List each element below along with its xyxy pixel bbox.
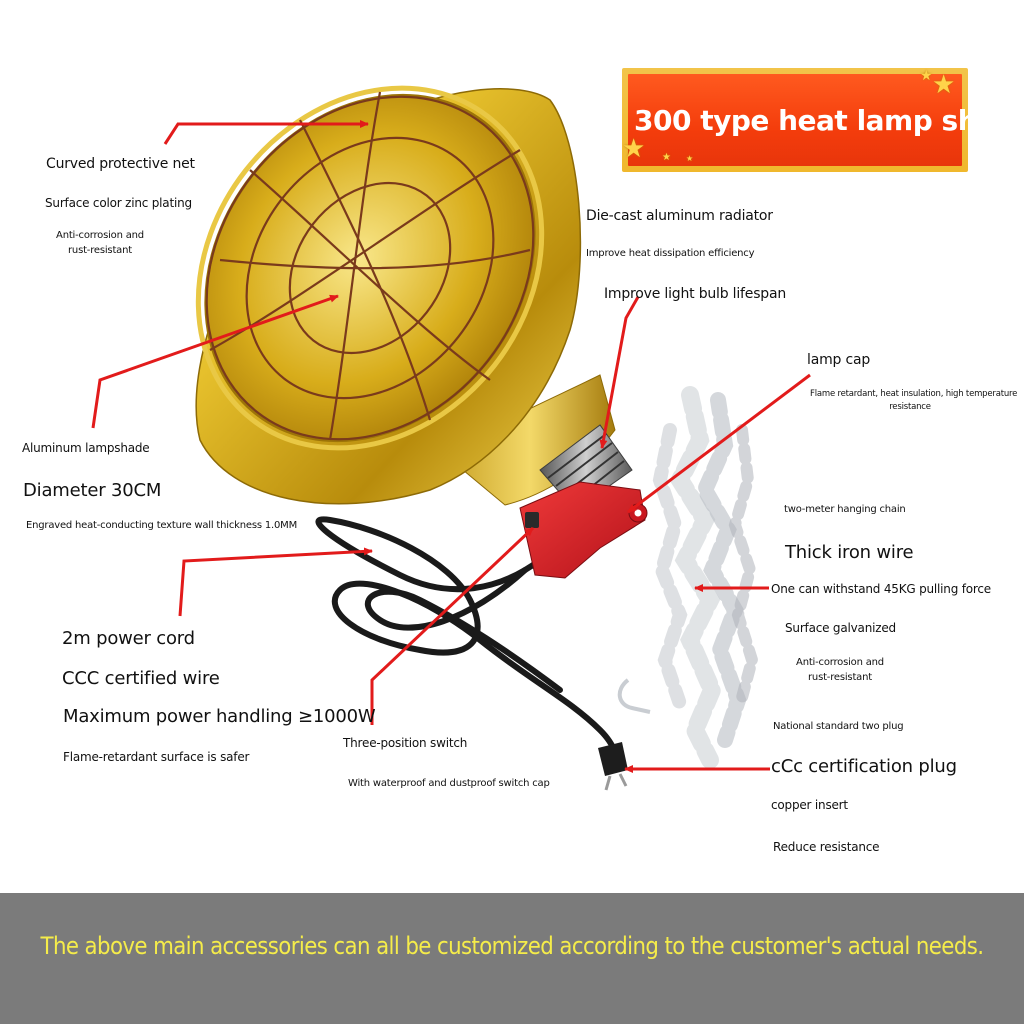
- page-title: 300 type heat lamp shade: [634, 104, 968, 137]
- label-zinc-plating: Surface color zinc plating: [45, 196, 192, 210]
- label-anti-corrosion-2: Anti-corrosion and: [796, 657, 884, 668]
- star-icon: ★: [686, 154, 694, 163]
- label-lamp-cap-desc-1: Flame retardant, heat insulation, high t…: [810, 389, 1018, 399]
- title-banner-inner: [628, 74, 962, 166]
- star-icon: ★: [932, 70, 956, 100]
- label-waterproof-cap: With waterproof and dustproof switch cap: [348, 778, 550, 789]
- label-ccc-wire: CCC certified wire: [62, 668, 220, 689]
- label-rust-resistant-1: rust-resistant: [68, 245, 132, 256]
- chain-shape: [617, 386, 759, 769]
- label-max-power: Maximum power handling ≥1000W: [63, 706, 376, 727]
- label-pulling-force: One can withstand 45KG pulling force: [771, 582, 991, 596]
- footer-text: The above main accessories can all be cu…: [40, 932, 984, 960]
- star-icon: ★: [662, 152, 671, 163]
- label-heat-dissipation: Improve heat dissipation efficiency: [586, 248, 755, 259]
- label-lamp-cap-desc-2: resistance: [889, 402, 931, 412]
- star-icon: ★: [920, 68, 933, 84]
- label-ccc-plug: cCc certification plug: [771, 756, 957, 777]
- label-rust-resistant-2: rust-resistant: [808, 672, 872, 683]
- label-three-position-switch: Three-position switch: [343, 736, 468, 750]
- label-two-plug: National standard two plug: [773, 721, 904, 732]
- lamp-cap-shape: [519, 481, 648, 579]
- plug-shape: [598, 742, 628, 791]
- label-anti-corrosion-1: Anti-corrosion and: [56, 230, 144, 241]
- star-icon: ★: [622, 134, 646, 164]
- label-lamp-cap: lamp cap: [807, 352, 871, 368]
- pointer-arrows: [91, 120, 811, 773]
- label-reduce-resistance: Reduce resistance: [773, 840, 880, 854]
- label-power-cord: 2m power cord: [62, 628, 195, 649]
- label-bulb-lifespan: Improve light bulb lifespan: [604, 286, 787, 302]
- label-diameter: Diameter 30CM: [23, 480, 162, 501]
- label-engraved-texture: Engraved heat-conducting texture wall th…: [26, 520, 298, 531]
- label-flame-retardant-surface: Flame-retardant surface is safer: [63, 750, 250, 764]
- label-iron-wire: Thick iron wire: [785, 542, 914, 563]
- label-hanging-chain: two-meter hanging chain: [784, 504, 906, 515]
- label-die-cast-radiator: Die-cast aluminum radiator: [586, 208, 773, 224]
- label-copper-insert: copper insert: [771, 798, 848, 812]
- title-banner: ★ ★ ★ ★ ★ 300 type heat lamp shade: [622, 68, 968, 172]
- footer-banner: [0, 893, 1024, 1024]
- label-curved-net: Curved protective net: [46, 156, 195, 172]
- label-galvanized: Surface galvanized: [785, 621, 896, 635]
- label-aluminum-lampshade: Aluminum lampshade: [22, 441, 150, 455]
